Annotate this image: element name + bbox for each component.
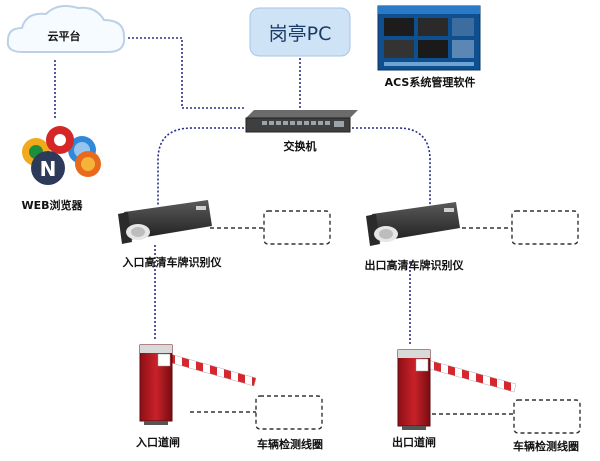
connections — [54, 37, 431, 345]
link-switch-entry-camera — [157, 127, 244, 205]
browser-node: N WEB浏览器 — [21, 126, 101, 212]
exit-gate-icon — [397, 349, 517, 430]
booth-pc-label: 岗亭PC — [269, 23, 332, 45]
cloud-label: 云平台 — [48, 29, 81, 43]
acs-node: ACS系统管理软件 — [377, 5, 481, 89]
exit-gate-label: 出口道闸 — [392, 435, 436, 449]
switch-label: 交换机 — [284, 139, 317, 153]
booth-pc-box — [249, 7, 351, 57]
exit-loop-label: 车辆检测线圈 — [513, 439, 579, 453]
cloud-node: 云平台 — [6, 5, 126, 53]
entry-gate-icon — [139, 344, 257, 425]
exit-camera-node: 出口高清车牌识别仪 — [365, 202, 465, 272]
entry-camera-node: 入口高清车牌识别仪 — [118, 200, 222, 269]
entry-loop-label: 车辆检测线圈 — [257, 437, 323, 451]
booth-pc-node: 岗亭PC — [249, 7, 351, 57]
switch-icon — [246, 110, 358, 118]
entry-gate-node: 入口道闸 — [136, 344, 257, 449]
switch-node: 交换机 — [245, 110, 358, 153]
exit-gate-node: 出口道闸 — [392, 349, 517, 449]
acs-screen — [377, 5, 481, 71]
browser-icons: N — [22, 126, 101, 185]
entry-camera-label: 入口高清车牌识别仪 — [123, 255, 223, 269]
exit-camera-label: 出口高清车牌识别仪 — [365, 258, 465, 272]
entry-camera-aux-box — [263, 210, 331, 245]
browser-label: WEB浏览器 — [21, 198, 83, 212]
exit-camera-aux-box — [511, 210, 579, 245]
exit-camera-icon — [366, 202, 460, 246]
cloud-icon — [6, 5, 126, 53]
link-switch-exit-camera — [352, 127, 431, 205]
entry-loop-box — [255, 395, 323, 430]
entry-gate-label: 入口道闸 — [136, 435, 180, 449]
entry-camera-icon — [118, 200, 212, 244]
dashed-links — [190, 210, 581, 434]
exit-loop-box — [513, 399, 581, 434]
link-cloud-switch — [128, 37, 244, 109]
acs-label: ACS系统管理软件 — [385, 75, 476, 89]
svg-text:N: N — [40, 157, 57, 181]
